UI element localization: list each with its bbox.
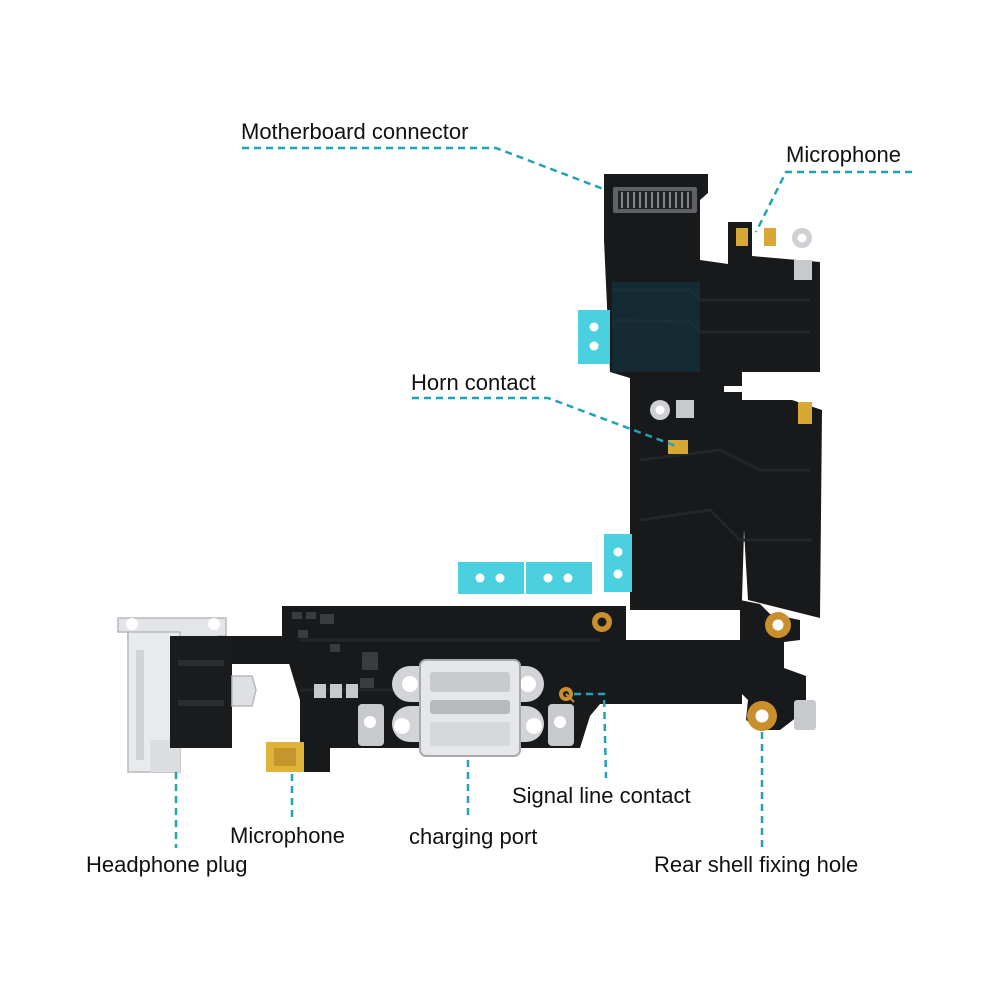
- leader-signal-line-contact: [574, 692, 608, 779]
- screw-hole-icon: [792, 228, 812, 248]
- label-microphone-bottom: Microphone: [230, 823, 345, 848]
- smd-components: [292, 612, 378, 698]
- signal-line-contact: [559, 687, 575, 703]
- flex-mic-arm: [300, 736, 330, 772]
- metal-bracket: [794, 260, 812, 280]
- flex-jack-arm: [232, 636, 290, 664]
- screw-hole-icon: [650, 400, 670, 420]
- stiffener-tabs: [458, 282, 700, 594]
- smd-component-icon: [314, 684, 326, 698]
- stiffener-tab-upper: [578, 310, 610, 364]
- screw-hole-icon: [765, 612, 791, 638]
- gold-contact-pad-icon: [736, 228, 748, 246]
- screw-hole-icon: [747, 701, 777, 731]
- screw-holes: [592, 228, 816, 731]
- smd-component-icon: [346, 684, 358, 698]
- gold-contact-pads: [668, 228, 812, 454]
- gold-contact-pad-icon: [668, 440, 688, 454]
- gold-contact-pad-icon: [764, 228, 776, 246]
- label-charging-port: charging port: [409, 824, 538, 849]
- flex-right-arm: [740, 600, 806, 730]
- smd-component-icon: [330, 644, 340, 652]
- leader-motherboard-connector: [242, 146, 607, 192]
- smd-component-icon: [298, 630, 308, 638]
- label-horn-contact: Horn contact: [411, 370, 536, 395]
- stiffener-tab-right: [526, 562, 592, 594]
- leader-horn-contact: [412, 396, 677, 448]
- headphone-jack-side-bracket: [231, 675, 257, 707]
- stiffener-tab-wide: [612, 282, 700, 372]
- flex-middle-column: [630, 378, 822, 618]
- smd-component-icon: [362, 652, 378, 670]
- label-microphone-top: Microphone: [786, 142, 901, 167]
- charging-port: [358, 659, 574, 757]
- smd-component-icon: [360, 678, 374, 688]
- smd-component-icon: [306, 612, 316, 619]
- label-signal-line-contact: Signal line contact: [512, 783, 691, 808]
- smd-component-icon: [330, 684, 342, 698]
- motherboard-connector: [613, 187, 697, 213]
- headphone-jack-black-housing: [170, 636, 232, 748]
- label-motherboard-connector: Motherboard connector: [241, 119, 469, 144]
- label-headphone-plug: Headphone plug: [86, 852, 248, 877]
- gold-contact-pad-icon: [798, 402, 812, 424]
- metal-bracket: [676, 400, 694, 418]
- headphone-plug: [117, 617, 257, 773]
- leader-lines: [174, 146, 912, 848]
- stiffener-tab-left: [458, 562, 524, 594]
- microphone-bottom-component: [266, 742, 304, 772]
- metal-bracket: [794, 700, 816, 730]
- label-rear-shell-fixing-hole: Rear shell fixing hole: [654, 852, 859, 877]
- screw-hole-icon: [592, 612, 612, 632]
- smd-component-icon: [320, 614, 334, 624]
- leader-microphone-top: [754, 170, 912, 233]
- stiffener-tab-middle: [604, 534, 632, 592]
- smd-component-icon: [292, 612, 302, 619]
